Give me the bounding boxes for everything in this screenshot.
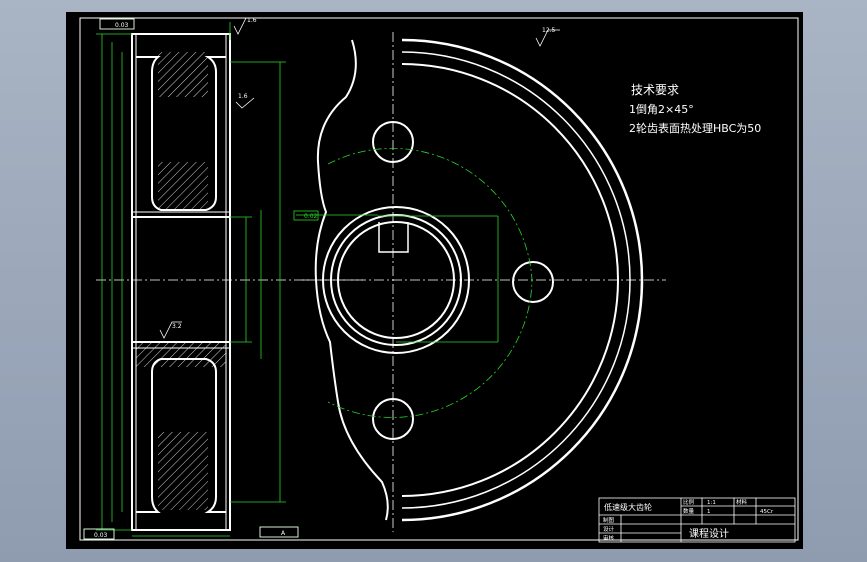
scale-value: 1:1 xyxy=(707,500,716,506)
tech-req-2: 2轮齿表面热处理HBC为50 xyxy=(629,121,761,135)
design-label: 设计 xyxy=(603,525,615,533)
roughness-b: 3.2 xyxy=(172,323,182,330)
course-label: 课程设计 xyxy=(689,527,729,540)
material-value: 45Cr xyxy=(760,509,774,515)
tolerance-frames-white xyxy=(83,18,299,540)
tol-left: 0.02 xyxy=(304,213,318,220)
scale-label: 比例 xyxy=(683,498,695,506)
front-dimensions xyxy=(296,214,499,343)
title-block xyxy=(598,497,796,543)
material-label: 材料 xyxy=(736,498,748,506)
gear-drawing: 0.03 0.02 0.03 A 12.5 1.6 3.2 1.6 技术要求 1… xyxy=(79,17,799,543)
roughness-c: 1.6 xyxy=(238,93,248,100)
datum-a: A xyxy=(281,530,286,537)
section-hatching xyxy=(136,52,226,510)
section-dimensions xyxy=(96,22,286,537)
roughness-symbols xyxy=(159,17,560,339)
drawing-border xyxy=(79,17,799,541)
check-label: 审核 xyxy=(603,534,615,542)
part-name: 低速级大齿轮 xyxy=(604,502,652,512)
tech-title: 技术要求 xyxy=(631,83,679,97)
hole-pitch-circle xyxy=(327,147,533,418)
tol-bottom: 0.03 xyxy=(94,532,108,539)
qty-label: 数量 xyxy=(683,507,695,515)
tol-top: 0.03 xyxy=(115,22,129,29)
draw-label: 制图 xyxy=(603,516,615,524)
front-centerlines xyxy=(302,32,666,532)
cad-viewport[interactable]: 0.03 0.02 0.03 A 12.5 1.6 3.2 1.6 技术要求 1… xyxy=(66,12,803,549)
roughness-a: 1.6 xyxy=(247,17,257,24)
roughness-top: 12.5 xyxy=(542,27,556,34)
technical-requirements: 技术要求 1倒角2×45° 2轮齿表面热处理HBC为50 xyxy=(629,83,761,135)
qty-value: 1 xyxy=(707,509,711,515)
tech-req-1: 1倒角2×45° xyxy=(629,103,694,116)
